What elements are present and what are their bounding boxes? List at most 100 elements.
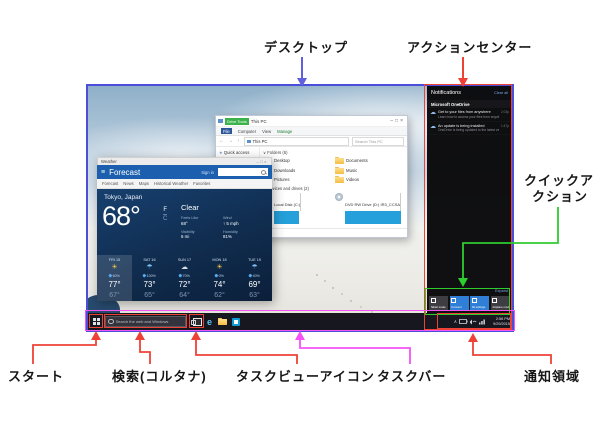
notification-area-arrow-head <box>468 333 478 342</box>
tab-file[interactable]: File <box>221 128 232 134</box>
folder-icon <box>335 176 344 183</box>
current-temp: 68° <box>102 201 141 231</box>
partly-sunny-icon: ☀ <box>216 264 223 271</box>
weather-titlebar[interactable]: Weather –□× <box>97 157 272 165</box>
notification-group-header[interactable]: Microsoft OneDrive <box>427 100 512 108</box>
connect-icon <box>451 297 457 303</box>
drive-tools-tab[interactable]: Drive Tools <box>225 117 249 125</box>
weather-window-title: Weather <box>101 159 117 164</box>
drive-name: DVD RW Drive (D:) IR3_CCSA <box>345 202 401 207</box>
taskbar-search-input[interactable] <box>115 319 183 324</box>
folder-desktop[interactable]: Desktop <box>263 157 332 164</box>
drive-d[interactable]: DVD RW Drive (D:) IR3_CCSA 0 bytes free … <box>335 193 404 224</box>
battery-nub <box>466 320 468 323</box>
folders-grid: Desktop Documents Downloads Music Pictur… <box>263 157 404 183</box>
star-icon: ★ <box>219 150 223 155</box>
breadcrumb[interactable]: This PC <box>243 136 349 146</box>
devices-section-header[interactable]: ∨ Devices and drives (2) <box>263 186 404 191</box>
speaker-icon[interactable] <box>470 319 473 325</box>
network-bar <box>483 319 485 325</box>
forward-icon[interactable]: → <box>228 138 234 144</box>
notification-subtext: OneDrive is being updated to the latest … <box>438 128 499 132</box>
clear-all-link[interactable]: Clear all <box>494 91 508 95</box>
drive-c[interactable]: Local Disk (C:) 24.4 GB free of 63.4 GB <box>263 193 332 224</box>
store-taskbar-button[interactable] <box>230 316 241 327</box>
unit-celsius[interactable]: C <box>163 214 168 222</box>
maximize-icon[interactable]: □ <box>395 118 401 124</box>
unit-toggle[interactable]: F C <box>163 207 168 222</box>
action-center-header: Notifications Clear all <box>427 86 512 98</box>
task-view-button[interactable] <box>190 316 202 327</box>
unit-fahrenheit[interactable]: F <box>163 207 167 213</box>
tab-computer[interactable]: Computer <box>237 128 257 134</box>
folder-documents[interactable]: Documents <box>335 157 404 164</box>
notification-subtext: Learn how to access your files from anyw… <box>438 114 500 119</box>
file-explorer-taskbar-button[interactable] <box>217 316 228 327</box>
desktop-label: デスクトップ <box>264 40 349 55</box>
notification-title: An update is being installed <box>438 123 485 128</box>
explorer-search-box[interactable] <box>352 136 404 146</box>
tab-manage[interactable]: Manage <box>277 128 293 134</box>
folder-pictures[interactable]: Pictures <box>263 176 332 183</box>
quick-action-airplane-mode[interactable]: Airplane mode <box>490 296 510 310</box>
sign-in-link[interactable]: Sign in <box>201 169 214 175</box>
explorer-window-controls[interactable]: –□× <box>390 118 405 124</box>
weather-tab-favorites[interactable]: Favorites <box>193 181 211 186</box>
expand-link[interactable]: Expand <box>495 289 508 293</box>
clock[interactable]: 2:56 PM 9/29/2015 <box>493 317 510 326</box>
clock-date: 9/29/2015 <box>493 321 510 326</box>
back-icon[interactable]: ← <box>219 138 225 144</box>
forecast-day[interactable]: MON 18 ☀ 0% 74° 62° <box>212 257 227 299</box>
folder-music[interactable]: Music <box>335 166 404 174</box>
sidebar-item-quick-access[interactable]: ★ Quick access <box>219 150 250 155</box>
weather-tab-maps[interactable]: Maps <box>138 181 150 186</box>
tab-view[interactable]: View <box>262 128 272 134</box>
edge-taskbar-button[interactable]: e <box>204 316 215 327</box>
network-icon[interactable] <box>479 322 481 325</box>
explorer-search-input[interactable] <box>355 138 401 144</box>
forecast-day[interactable]: SUN 17 ☁ 70% 72° 64° <box>177 257 192 299</box>
explorer-ribbon-tabs: File Computer View Manage <box>216 127 407 136</box>
notification-item[interactable]: ☁ Get to your files from anywhere Learn … <box>427 108 512 122</box>
droplet-icon <box>142 273 147 278</box>
forecast-day[interactable]: TUE 19 ☂ 40% 69° 63° <box>248 257 261 299</box>
minimize-icon[interactable]: – <box>390 118 396 124</box>
show-hidden-icons-button[interactable]: ∧ <box>453 318 458 324</box>
quick-action-connect[interactable]: Connect <box>449 296 469 310</box>
weather-tab-forecast[interactable]: Forecast <box>102 181 119 186</box>
forecast-day[interactable]: SAT 16 ☂ 100% 73° 65° <box>142 257 156 299</box>
tray-status-icons[interactable] <box>459 317 489 326</box>
weather-window-controls[interactable]: –□× <box>257 159 269 164</box>
quick-action-all-settings[interactable]: All settings <box>470 296 490 310</box>
explorer-titlebar[interactable]: Drive Tools This PC –□× <box>216 116 407 127</box>
weather-tab-historical[interactable]: Historical Weather <box>154 181 189 186</box>
close-icon[interactable]: × <box>264 159 268 164</box>
tablet-mode-icon <box>430 297 436 303</box>
minimize-icon[interactable]: – <box>256 159 261 164</box>
maximize-icon[interactable]: □ <box>260 159 265 164</box>
up-icon[interactable]: ↑ <box>237 138 241 144</box>
folder-videos[interactable]: Videos <box>335 176 404 183</box>
task-view-label: タスクビューアイコン <box>236 369 375 384</box>
droplet-icon <box>214 273 219 278</box>
folder-downloads[interactable]: Downloads <box>263 166 332 174</box>
quick-actions-row: Tablet mode Connect All settings Airplan… <box>429 296 510 310</box>
forecast-day[interactable]: FRI 15 ☀ 60% 77° 67° <box>97 255 132 301</box>
rain-icon: ☂ <box>251 264 258 271</box>
notification-time: 2:03p <box>501 110 509 114</box>
search-connector-line <box>139 339 151 364</box>
folders-section-header[interactable]: ∨ Folders (6) <box>263 150 288 155</box>
battery-icon[interactable] <box>459 319 467 324</box>
weather-tab-news[interactable]: News <box>123 181 134 186</box>
close-icon[interactable]: × <box>400 118 405 124</box>
taskbar-search-box[interactable] <box>105 316 186 327</box>
start-button[interactable] <box>90 315 103 328</box>
partly-sunny-icon: ☀ <box>111 264 118 271</box>
notification-item[interactable]: ☁ An update is being installed OneDrive … <box>427 122 512 135</box>
weather-search-box[interactable] <box>218 168 268 176</box>
task-view-connector-line <box>195 339 298 364</box>
quick-action-tablet-mode[interactable]: Tablet mode <box>429 296 449 310</box>
hamburger-icon[interactable]: ≡ <box>101 168 106 176</box>
windows-logo-icon <box>92 317 101 326</box>
